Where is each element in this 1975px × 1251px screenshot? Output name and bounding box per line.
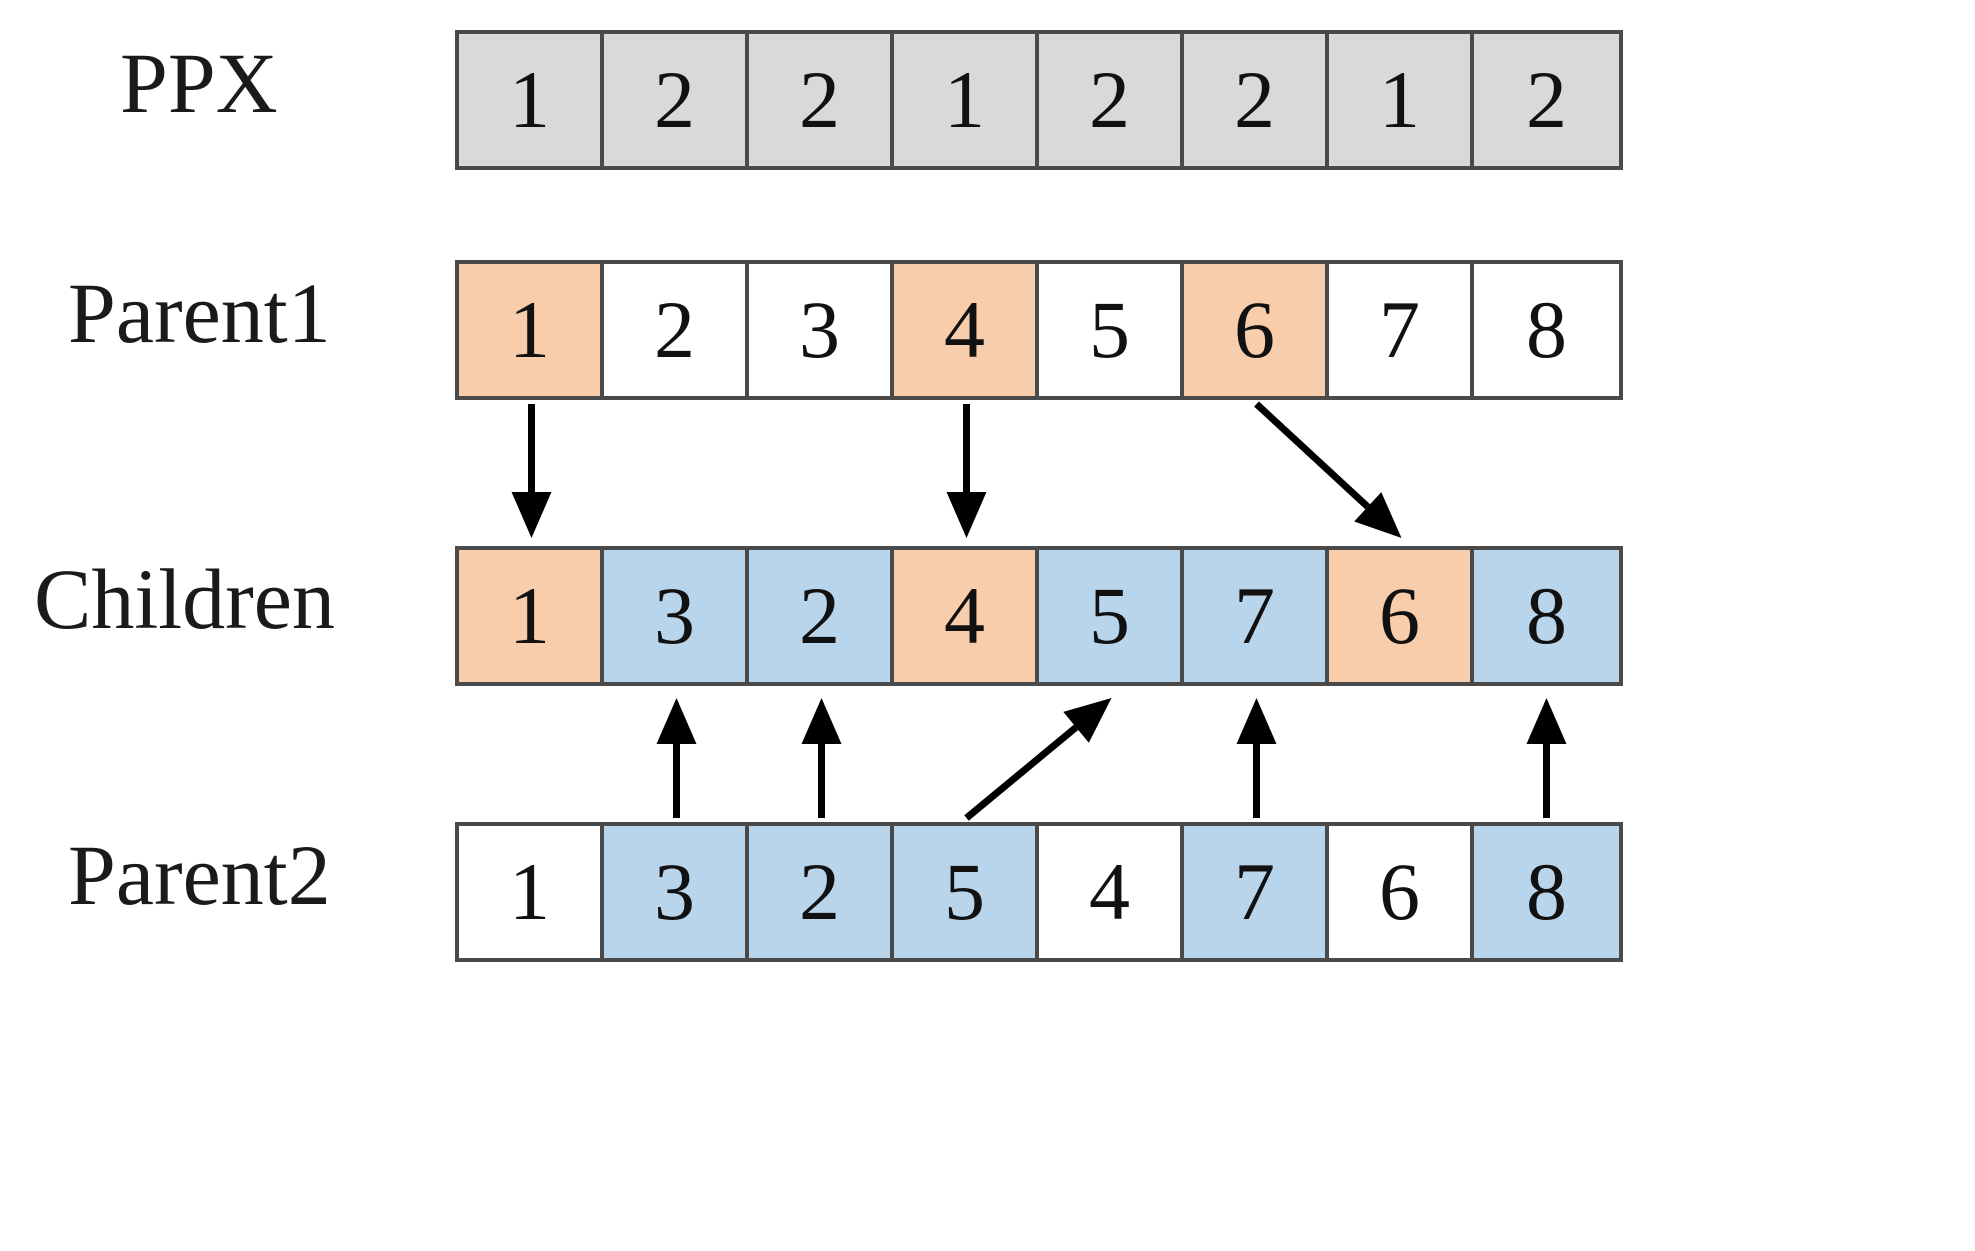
arrow-parent2-cell3-to-child3 (801, 698, 842, 818)
cell-ppx-8: 2 (1474, 34, 1619, 166)
arrow-parent1-cell4-to-child4-head (946, 492, 987, 538)
row-label-children: Children (34, 551, 335, 647)
cell-ppx-1: 1 (459, 34, 604, 166)
cell-parent2-4: 5 (894, 826, 1039, 958)
cell-parent2-3: 2 (749, 826, 894, 958)
cell-children-5: 5 (1039, 550, 1184, 682)
cell-children-6: 7 (1184, 550, 1329, 682)
arrow-parent2-cell6-to-child6-head (1236, 698, 1277, 744)
arrow-parent2-cell6-to-child6 (1236, 698, 1277, 818)
cell-parent1-7: 7 (1329, 264, 1474, 396)
row-label-parent2: Parent2 (68, 827, 331, 923)
cell-parent2-1: 1 (459, 826, 604, 958)
cell-children-7: 6 (1329, 550, 1474, 682)
arrow-parent2-cell3-to-child3-head (801, 698, 842, 744)
cell-children-1: 1 (459, 550, 604, 682)
cell-parent2-6: 7 (1184, 826, 1329, 958)
arrow-parent2-cell8-to-child8-head (1526, 698, 1567, 744)
cell-ppx-6: 2 (1184, 34, 1329, 166)
cell-parent1-3: 3 (749, 264, 894, 396)
cell-children-8: 8 (1474, 550, 1619, 682)
cell-parent1-1: 1 (459, 264, 604, 396)
cell-parent1-6: 6 (1184, 264, 1329, 396)
cell-children-2: 3 (604, 550, 749, 682)
arrow-parent2-cell2-to-child2 (656, 698, 697, 818)
arrow-parent2-cell2-to-child2-head (656, 698, 697, 744)
cell-ppx-4: 1 (894, 34, 1039, 166)
arrow-parent1-cell1-to-child1 (511, 404, 552, 538)
arrow-parent2-cell8-to-child8 (1526, 698, 1567, 818)
cell-ppx-3: 2 (749, 34, 894, 166)
cell-parent2-8: 8 (1474, 826, 1619, 958)
cell-parent1-5: 5 (1039, 264, 1184, 396)
cell-children-3: 2 (749, 550, 894, 682)
cell-parent1-8: 8 (1474, 264, 1619, 396)
arrow-parent1-cell6-to-child7 (1254, 401, 1402, 538)
arrow-parent2-cell4-to-child5 (964, 698, 1112, 821)
cell-parent1-2: 2 (604, 264, 749, 396)
row-label-parent1: Parent1 (68, 265, 331, 361)
cell-parent1-4: 4 (894, 264, 1039, 396)
cell-parent2-5: 4 (1039, 826, 1184, 958)
arrow-parent2-cell4-to-child5-head (1063, 698, 1112, 743)
cell-ppx-5: 2 (1039, 34, 1184, 166)
cell-parent2-7: 6 (1329, 826, 1474, 958)
cell-ppx-2: 2 (604, 34, 749, 166)
cell-children-4: 4 (894, 550, 1039, 682)
arrow-parent1-cell6-to-child7-head (1354, 492, 1402, 538)
row-label-ppx: PPX (120, 35, 278, 131)
cell-parent2-2: 3 (604, 826, 749, 958)
arrow-parent1-cell4-to-child4 (946, 404, 987, 538)
cell-ppx-7: 1 (1329, 34, 1474, 166)
arrow-parent1-cell1-to-child1-head (511, 492, 552, 538)
